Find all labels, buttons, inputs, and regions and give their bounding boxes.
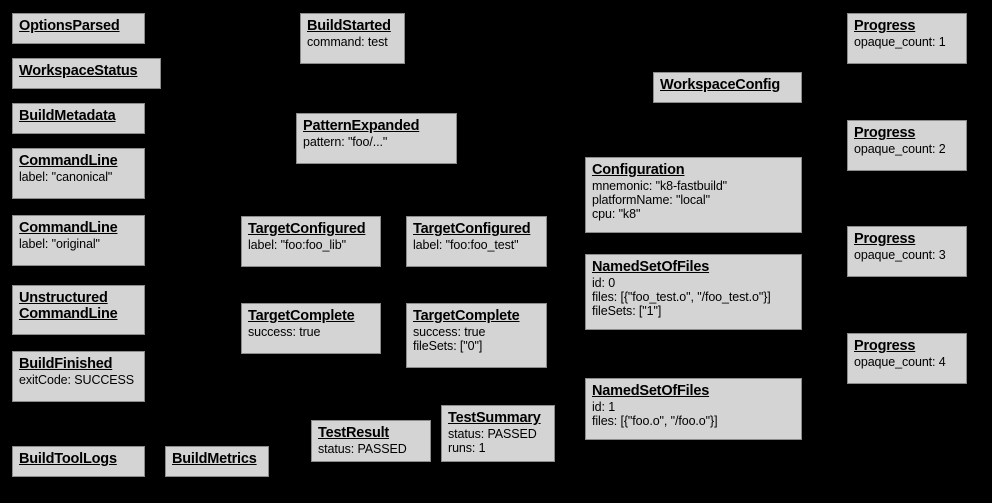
node-title: Progress	[854, 18, 916, 34]
node-title: TargetComplete	[248, 308, 355, 324]
node-title: CommandLine	[19, 220, 118, 236]
node-title: CommandLine	[19, 153, 118, 169]
node-workspace-config[interactable]: WorkspaceConfig	[653, 72, 802, 103]
node-fields: status: PASSED	[318, 442, 407, 457]
node-build-metrics[interactable]: BuildMetrics	[165, 446, 269, 477]
node-title: TargetConfigured	[248, 221, 366, 237]
node-title: BuildMetrics	[172, 451, 257, 467]
node-fields: label: "foo:foo_lib"	[248, 238, 346, 253]
node-title: TestSummary	[448, 410, 541, 426]
node-fields: mnemonic: "k8-fastbuild" platformName: "…	[592, 179, 728, 222]
node-title: TestResult	[318, 425, 390, 441]
node-workspace-status[interactable]: WorkspaceStatus	[12, 58, 161, 89]
node-fields: opaque_count: 2	[854, 142, 946, 157]
node-fields: label: "foo:foo_test"	[413, 238, 519, 253]
node-title: Progress	[854, 125, 916, 141]
node-fields: exitCode: SUCCESS	[19, 373, 135, 388]
node-title: BuildToolLogs	[19, 451, 117, 467]
node-title: WorkspaceConfig	[660, 77, 781, 93]
node-fields: command: test	[307, 35, 388, 50]
node-title: BuildMetadata	[19, 108, 116, 124]
node-build-tool-logs[interactable]: BuildToolLogs	[12, 446, 145, 477]
node-unstructured-command-line[interactable]: Unstructured CommandLine	[12, 285, 145, 335]
node-title: Progress	[854, 231, 916, 247]
node-options-parsed[interactable]: OptionsParsed	[12, 13, 145, 44]
node-title: Unstructured CommandLine	[19, 290, 118, 323]
node-fields: success: true	[248, 325, 321, 340]
node-fields: id: 1 files: [{"foo.o", "/foo.o"}]	[592, 400, 718, 429]
node-title: Progress	[854, 338, 916, 354]
node-title: BuildStarted	[307, 18, 391, 34]
node-build-metadata[interactable]: BuildMetadata	[12, 103, 145, 134]
node-fields: opaque_count: 3	[854, 248, 946, 263]
node-fields: opaque_count: 4	[854, 355, 946, 370]
node-fields: status: PASSED runs: 1	[448, 427, 537, 456]
node-fields: pattern: "foo/..."	[303, 135, 388, 150]
node-title: TargetConfigured	[413, 221, 531, 237]
node-fields: opaque_count: 1	[854, 35, 946, 50]
node-title: BuildFinished	[19, 356, 113, 372]
node-title: NamedSetOfFiles	[592, 259, 710, 275]
node-fields: label: "original"	[19, 237, 100, 252]
node-fields: id: 0 files: [{"foo_test.o", "/foo_test.…	[592, 276, 771, 319]
node-fields: label: "canonical"	[19, 170, 113, 185]
node-title: PatternExpanded	[303, 118, 420, 134]
node-title: NamedSetOfFiles	[592, 383, 710, 399]
node-title: Configuration	[592, 162, 685, 178]
node-fields: success: true fileSets: ["0"]	[413, 325, 486, 354]
node-title: TargetComplete	[413, 308, 520, 324]
node-title: WorkspaceStatus	[19, 63, 138, 79]
node-title: OptionsParsed	[19, 18, 120, 34]
